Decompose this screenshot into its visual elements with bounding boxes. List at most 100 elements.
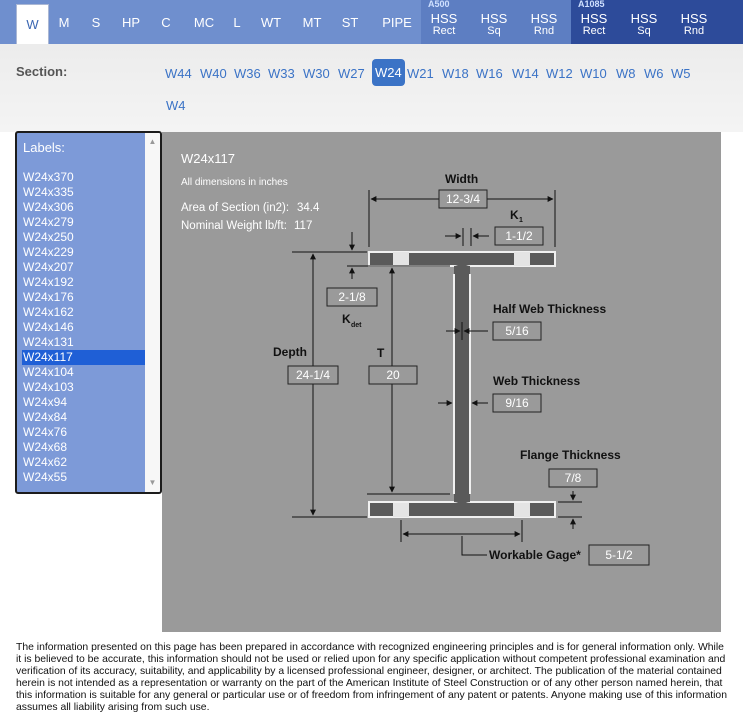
list-item-w24x192[interactable]: W24x192 [23,275,74,289]
area-value: 34.4 [297,202,320,214]
a1085-tab-group: A1085 HSS Rect HSS Sq HSS Rnd [571,0,743,44]
k1-value: 1-1/2 [505,229,533,243]
depth-value: 24-1/4 [296,368,330,382]
half-web-value: 5/16 [505,324,529,338]
flange-thickness-value-box [548,468,598,488]
k1-value-box [494,226,544,246]
tab-a500-hss-rnd[interactable]: HSS Rnd [530,11,558,37]
t-value-box [368,365,418,385]
disclaimer-text: The information presented on this page h… [16,642,727,713]
list-item-w24x207[interactable]: W24x207 [23,260,74,274]
flange-thickness-label: Flange Thickness [520,448,621,462]
tab-a500-hss-rect[interactable]: HSS Rect [430,11,458,37]
section-item-w30[interactable]: W30 [303,66,330,81]
list-item-w24x68[interactable]: W24x68 [23,440,68,454]
list-item-w24x162[interactable]: W24x162 [23,305,74,319]
tab-wt[interactable]: WT [260,14,282,30]
list-label: Labels: [23,140,65,155]
kdet-subscript: det [351,322,362,329]
web-thickness-value-box [492,393,542,413]
weight-value: 117 [294,220,312,232]
tab-a500-hss-sq[interactable]: HSS Sq [480,11,508,37]
section-item-w33[interactable]: W33 [268,66,295,81]
tab-pipe[interactable]: PIPE [382,14,412,30]
weight-label: Nominal Weight lb/ft: [181,220,287,232]
list-item-w24x84[interactable]: W24x84 [23,410,68,424]
list-item-w24x279[interactable]: W24x279 [23,215,74,229]
section-item-w40[interactable]: W40 [200,66,227,81]
list-item-w24x117[interactable]: W24x117 [22,350,145,365]
list-item-w24x176[interactable]: W24x176 [23,290,74,304]
section-item-w24[interactable]: W24 [372,59,405,86]
section-item-w4[interactable]: W4 [166,98,186,113]
width-label: Width [445,172,478,186]
tab-a1085-hss-sq[interactable]: HSS Sq [630,11,658,37]
tab-a1085-hss-rnd[interactable]: HSS Rnd [680,11,708,37]
i-beam-shape [368,251,556,518]
list-item-w24x103[interactable]: W24x103 [23,380,74,394]
scroll-up-icon[interactable]: ▲ [148,137,157,146]
section-item-w36[interactable]: W36 [234,66,261,81]
section-item-w6[interactable]: W6 [644,66,664,81]
list-item-w24x131[interactable]: W24x131 [23,335,74,349]
half-web-label: Half Web Thickness [493,302,606,316]
k1-subscript: 1 [519,217,523,224]
section-label: Section: [16,64,68,79]
section-item-w44[interactable]: W44 [165,66,192,81]
section-title: W24x117 [181,151,235,166]
tab-m[interactable]: M [58,14,70,30]
kdet-label: K [342,312,351,326]
t-value: 20 [386,368,400,382]
section-item-w18[interactable]: W18 [442,66,469,81]
web-thickness-value: 9/16 [505,396,529,410]
workable-gage-label: Workable Gage* [489,548,581,562]
a1085-group-label: A1085 [578,0,605,9]
tab-w[interactable]: W [16,4,49,44]
tab-st[interactable]: ST [341,14,359,30]
section-item-w27[interactable]: W27 [338,66,365,81]
web-thickness-label: Web Thickness [493,374,580,388]
tab-l[interactable]: L [233,14,241,30]
tab-c[interactable]: C [161,14,171,30]
list-scrollbar[interactable]: ▲ ▼ [145,133,160,492]
depth-label: Depth [273,345,307,359]
section-item-w12[interactable]: W12 [546,66,573,81]
half-web-value-box [492,321,542,341]
scroll-down-icon[interactable]: ▼ [148,478,157,487]
a500-group-label: A500 [428,0,450,9]
section-item-w14[interactable]: W14 [512,66,539,81]
section-item-w5[interactable]: W5 [671,66,691,81]
flange-thickness-value: 7/8 [565,471,582,485]
tab-hp[interactable]: HP [121,14,141,30]
units-note: All dimensions in inches [181,177,288,188]
list-item-w24x62[interactable]: W24x62 [23,455,68,469]
section-item-w8[interactable]: W8 [616,66,636,81]
width-value: 12-3/4 [446,192,480,206]
list-item-w24x306[interactable]: W24x306 [23,200,74,214]
list-item-w24x104[interactable]: W24x104 [23,365,74,379]
list-item-w24x370[interactable]: W24x370 [23,170,74,184]
list-item-w24x146[interactable]: W24x146 [23,320,74,334]
tab-mt[interactable]: MT [302,14,322,30]
tab-a1085-hss-rect[interactable]: HSS Rect [580,11,608,37]
workable-gage-value: 5-1/2 [605,548,633,562]
list-item-w24x335[interactable]: W24x335 [23,185,74,199]
list-item-w24x76[interactable]: W24x76 [23,425,68,439]
kdet-value: 2-1/8 [338,290,366,304]
area-label: Area of Section (in2): [181,202,289,214]
tab-mc[interactable]: MC [193,14,215,30]
a500-tab-group: A500 HSS Rect HSS Sq HSS Rnd [421,0,571,44]
list-item-w24x250[interactable]: W24x250 [23,230,74,244]
section-item-w10[interactable]: W10 [580,66,607,81]
list-item-w24x229[interactable]: W24x229 [23,245,74,259]
kdet-value-box [326,287,378,307]
section-item-w16[interactable]: W16 [476,66,503,81]
beam-diagram-panel: W24x117 All dimensions in inches Area of… [162,132,721,632]
list-item-w24x55[interactable]: W24x55 [23,470,68,484]
section-item-w21[interactable]: W21 [407,66,434,81]
tab-s[interactable]: S [91,14,101,30]
list-item-w24x94[interactable]: W24x94 [23,395,68,409]
